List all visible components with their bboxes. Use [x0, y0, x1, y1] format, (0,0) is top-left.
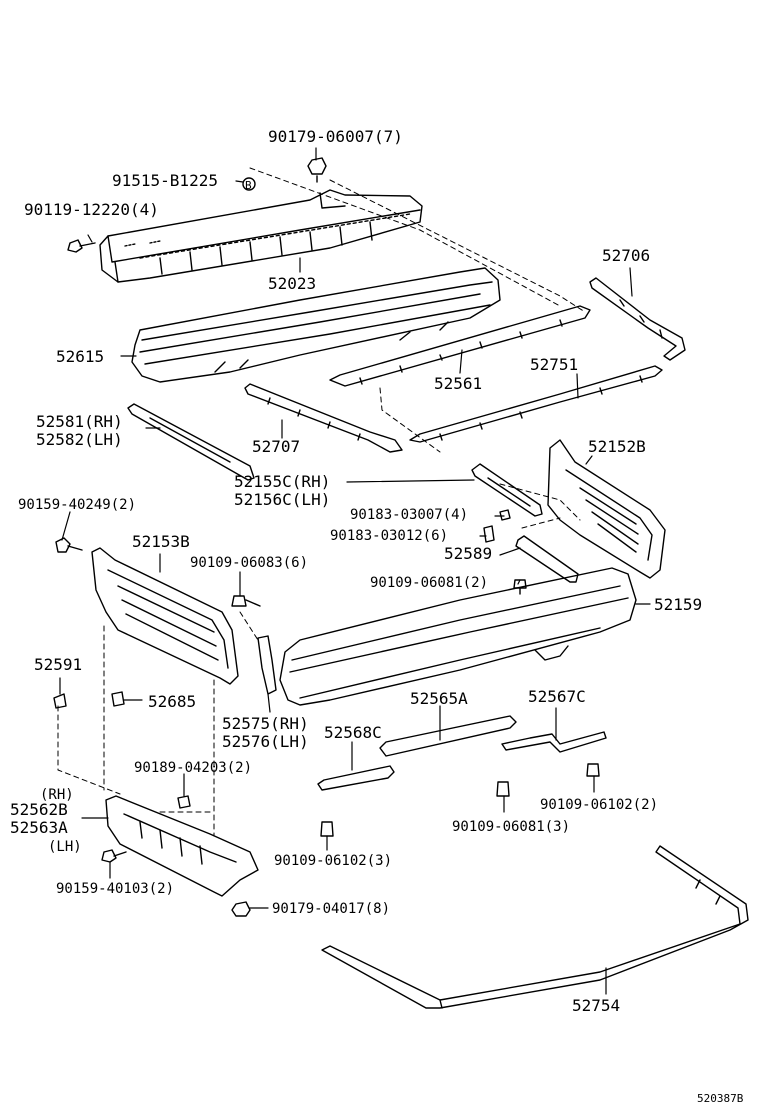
- screw-90109-06081-b: [496, 781, 510, 797]
- label-52155C: 52155C(RH): [234, 472, 331, 491]
- label-52589: 52589: [444, 544, 493, 563]
- clip-90183-03012: [483, 525, 495, 543]
- label-52751: 52751: [530, 355, 579, 374]
- part-52562B-support: [105, 795, 259, 897]
- part-52615-bumper-cover-upper: [131, 267, 501, 383]
- label-rh: (RH): [40, 787, 74, 803]
- assembly-dash-lines: [57, 167, 586, 837]
- label-90119-12220: 90119-12220(4): [24, 200, 159, 219]
- label-52567C: 52567C: [528, 687, 586, 706]
- label-90109-06102-a: 90109-06102(2): [540, 797, 659, 813]
- part-52754-strip: [321, 845, 749, 1009]
- screw-90109-06102-b: [320, 821, 334, 837]
- label-52685: 52685: [148, 692, 197, 711]
- part-52685-clip: [111, 691, 125, 707]
- bolt-90159-40103: [101, 849, 127, 863]
- label-90189-04203: 90189-04203(2): [134, 760, 253, 776]
- label-91515-B1225: 91515-B1225: [112, 171, 218, 190]
- label-52562B: 52562B: [10, 800, 68, 819]
- label-90179-06007: 90179-06007(7): [268, 127, 403, 146]
- label-52576: 52576(LH): [222, 732, 309, 751]
- part-52591-clip: [53, 693, 67, 709]
- part-52153B-spacer: [91, 547, 239, 685]
- label-52152B: 52152B: [588, 437, 646, 456]
- part-52159-bumper-cover: [279, 567, 637, 706]
- label-52575: 52575(RH): [222, 714, 309, 733]
- label-52568C: 52568C: [324, 723, 382, 742]
- label-52706: 52706: [602, 246, 651, 265]
- part-52152B-spacer: [547, 439, 666, 579]
- part-52565A-bracket: [379, 715, 517, 757]
- label-52582: 52582(LH): [36, 430, 123, 449]
- part-52575-bracket: [257, 635, 277, 695]
- label-90109-06081-a: 90109-06081(2): [370, 575, 489, 591]
- screw-90109-06083: [231, 595, 261, 607]
- part-52706-moulding: [589, 277, 686, 361]
- label-lh: (LH): [48, 839, 82, 855]
- circle-b-callout: [242, 177, 256, 191]
- leader-lines: [59, 147, 651, 995]
- label-52563A: 52563A: [10, 818, 68, 837]
- label-52156C: 52156C(LH): [234, 490, 331, 509]
- label-b-circle: B: [245, 179, 252, 192]
- part-52155C-bracket: [471, 463, 543, 517]
- part-52751-strip: [409, 365, 663, 443]
- part-52567C-bracket: [501, 731, 607, 753]
- reference-code: 520387B: [697, 1092, 744, 1105]
- screw-90109-06081-a: [513, 579, 527, 595]
- label-90183-03007: 90183-03007(4): [350, 507, 469, 523]
- part-52568C-bracket: [317, 765, 395, 791]
- label-52565A: 52565A: [410, 689, 468, 708]
- part-52589-bracket: [515, 535, 579, 583]
- clip-90183-03007: [499, 509, 511, 521]
- bolt-90119-12220: [67, 239, 96, 253]
- part-52561-molding: [329, 305, 591, 387]
- label-52615: 52615: [56, 347, 105, 366]
- nut-90189-04203: [177, 795, 191, 809]
- label-90109-06081-b: 90109-06081(3): [452, 819, 571, 835]
- part-52023-reinforcement: [99, 189, 423, 283]
- label-90109-06083: 90109-06083(6): [190, 555, 309, 571]
- nut-90179-04017: [231, 901, 251, 917]
- label-52581: 52581(RH): [36, 412, 123, 431]
- bolt-90159-40249: [55, 537, 83, 553]
- label-52707: 52707: [252, 437, 301, 456]
- part-52581-retainer: [127, 403, 255, 481]
- label-90179-04017: 90179-04017(8): [272, 901, 391, 917]
- nut-90179-06007: [307, 157, 327, 183]
- label-52754: 52754: [572, 996, 621, 1015]
- label-52561: 52561: [434, 374, 483, 393]
- label-90183-03012: 90183-03012(6): [330, 528, 449, 544]
- label-90159-40249: 90159-40249(2): [18, 497, 137, 513]
- label-52159: 52159: [654, 595, 703, 614]
- label-52153B: 52153B: [132, 532, 190, 551]
- label-90109-06102-b: 90109-06102(3): [274, 853, 393, 869]
- part-52707-strip: [244, 383, 403, 453]
- label-52023: 52023: [268, 274, 317, 293]
- screw-90109-06102-a: [586, 763, 600, 777]
- label-52591: 52591: [34, 655, 83, 674]
- label-90159-40103: 90159-40103(2): [56, 881, 175, 897]
